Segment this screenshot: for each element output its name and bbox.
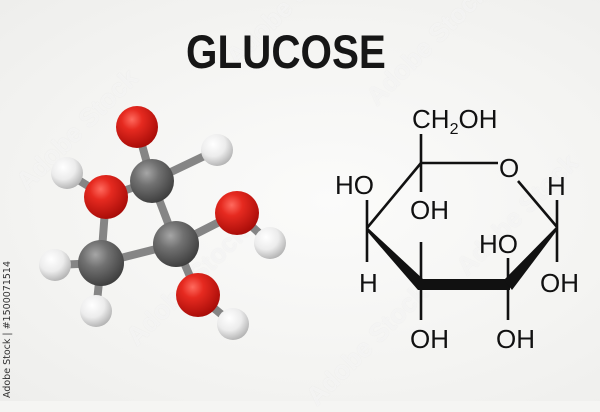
hydrogen-atom [201,134,233,166]
c5-oh-label: OH [410,195,449,225]
c3-oh-label: OH [410,324,449,354]
c4-h-label: H [359,268,378,298]
hydrogen-atom [39,249,71,281]
hydrogen-atom [254,227,286,259]
c2-oh-label: OH [496,324,535,354]
wedge-bond [504,226,558,290]
hydrogen-atom [51,157,83,189]
carbon-atom [153,221,199,267]
c2-ho-label: HO [479,229,518,259]
c1-oh-label: OH [540,268,579,298]
oxygen-atom [215,191,259,235]
haworth-projection: CH2OH O HO OH H H HO OH OH OH [335,104,579,354]
oxygen-atom [116,106,158,148]
c1-h-label: H [547,171,566,201]
bond [517,180,558,228]
ch2oh-label: CH2OH [412,104,497,138]
hydrogen-atom [80,295,112,327]
stock-credit: Adobe Stock | #1500071514 [2,260,13,398]
oxygen-atom [176,273,220,317]
ball-and-stick-model [39,106,286,340]
bold-bond [418,279,510,290]
bond [366,162,422,229]
wedge-bond [366,227,424,290]
atoms [39,106,286,340]
carbon-atom [130,159,174,203]
hydrogen-atom [217,308,249,340]
page-title: GLUCOSE [186,25,386,78]
carbon-atom [78,240,124,286]
ring-oxygen-label: O [499,153,519,183]
oxygen-atom [84,175,128,219]
ring-bonds [365,134,559,320]
c4-ho-label: HO [335,170,374,200]
